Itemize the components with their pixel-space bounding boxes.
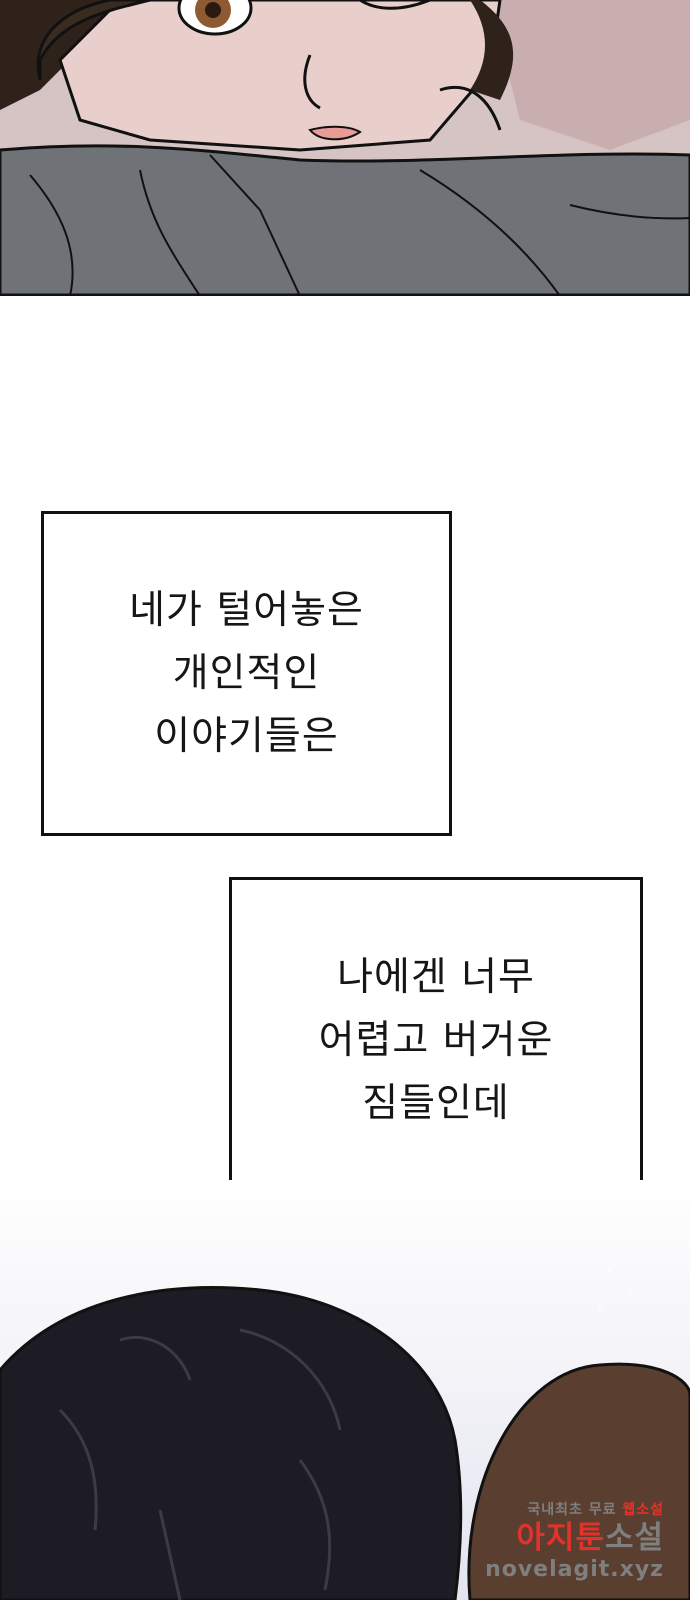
- watermark-tagline: 국내최초 무료 웹소설: [444, 1499, 664, 1519]
- bottom-comic-panel: [0, 1180, 690, 1600]
- watermark-tagline-gray: 국내최초 무료: [527, 1502, 623, 1518]
- narration-2-line-3: 짐들인데: [362, 1081, 510, 1126]
- narration-box-1: 네가 털어놓은 개인적인 이야기들은: [41, 511, 452, 836]
- watermark-logo-gray: 소설: [604, 1520, 664, 1556]
- narration-2-line-1: 나에겐 너무: [337, 955, 535, 1000]
- narration-1-line-3: 이야기들은: [154, 714, 339, 759]
- watermark-logo-red: 아지툰: [516, 1520, 605, 1556]
- narration-2-line-2: 어렵고 버거운: [318, 1018, 554, 1063]
- site-watermark: 국내최초 무료 웹소설 아지툰소설 novelagit.xyz: [444, 1499, 664, 1582]
- top-comic-panel: [0, 0, 690, 296]
- narration-box-2: 나에겐 너무 어렵고 버거운 짐들인데: [229, 877, 643, 1204]
- watermark-logo: 아지툰소설: [444, 1519, 664, 1557]
- narration-1-line-2: 개인적인: [172, 651, 321, 696]
- narration-1-line-1: 네가 털어놓은: [129, 588, 364, 633]
- watermark-tagline-red: 웹소설: [622, 1502, 664, 1518]
- watermark-url: novelagit.xyz: [485, 1557, 664, 1582]
- boy-face-illustration: [0, 0, 690, 296]
- hair-illustration: [0, 1180, 690, 1600]
